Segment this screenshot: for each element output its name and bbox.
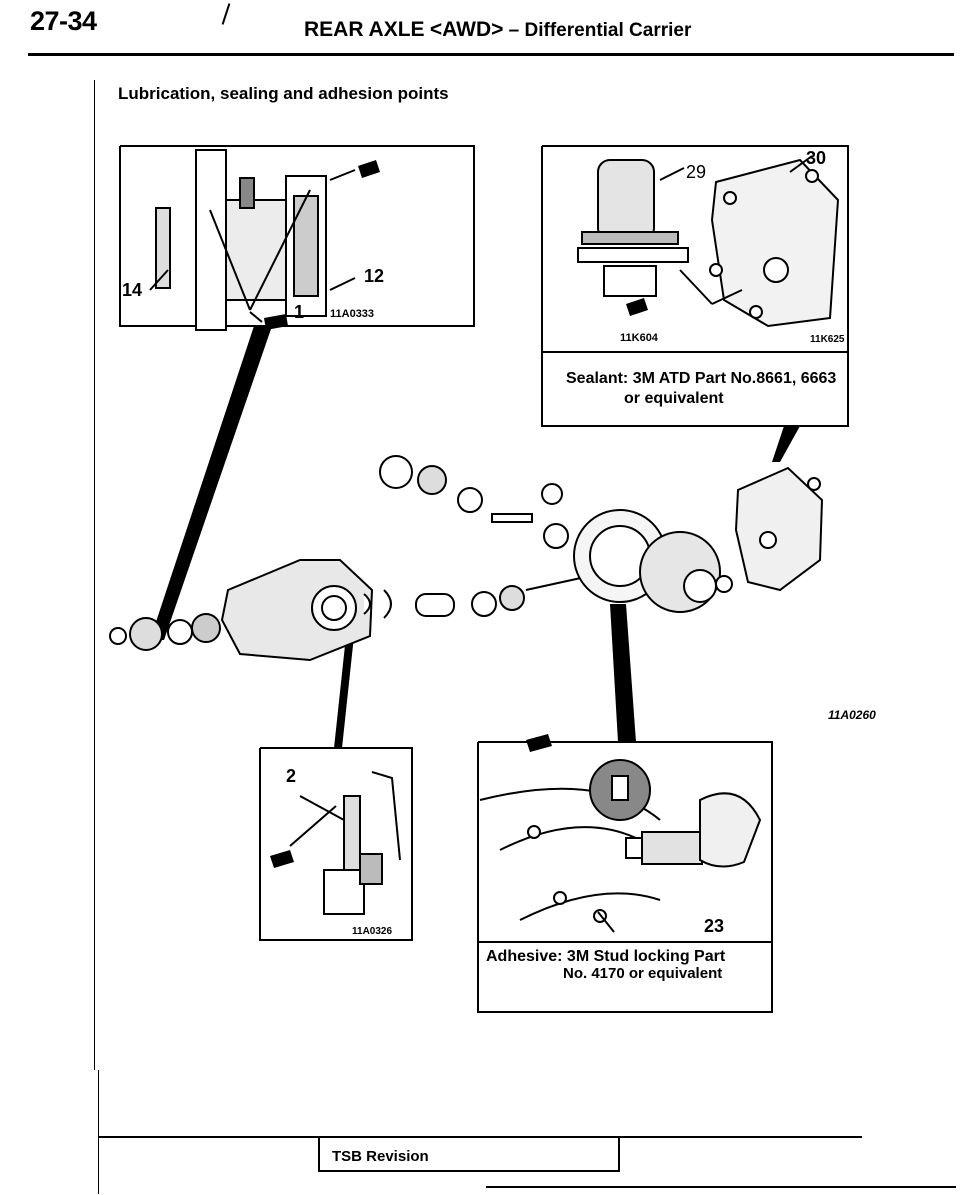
leader-wedge-top-left — [150, 326, 272, 640]
sealant-note-line1: Sealant: 3M ATD Part No.8661, 6663 — [566, 370, 837, 387]
page-header-title: REAR AXLE <AWD> – Differential Carrier — [304, 18, 691, 42]
page-number: 27-34 — [30, 6, 97, 36]
footer-rule — [98, 1136, 862, 1138]
adhesive-note-line2: No. 4170 or equivalent — [563, 965, 723, 982]
figure-code-bottom-left: 11A0326 — [352, 926, 393, 937]
margin-line-lower — [98, 1070, 99, 1194]
figure-code-main: 11A0260 — [828, 708, 876, 722]
callout-14: 14 — [122, 280, 143, 300]
tsb-revision-label: TSB Revision — [332, 1148, 429, 1165]
callout-12: 12 — [364, 266, 385, 286]
figure-code-11k625: 11K625 — [810, 334, 845, 345]
sealant-note-line2: or equivalent — [624, 390, 724, 407]
adhesive-note-line1: Adhesive: 3M Stud locking Part — [486, 948, 726, 965]
margin-line — [94, 80, 95, 1070]
callout-29: 29 — [686, 162, 707, 182]
side-bearing-drawing — [289, 771, 401, 915]
awd-tag: <AWD> — [429, 18, 504, 41]
figure-code-top-left: 11A0333 — [330, 308, 375, 320]
leader-wedge-bottom-left — [334, 636, 354, 748]
page-subtitle: Lubrication, sealing and adhesion points — [118, 84, 449, 103]
callout-2: 2 — [286, 766, 297, 786]
footer-rule-lower — [486, 1186, 956, 1188]
grease-icon-group — [264, 160, 648, 868]
inset-frame-top-left — [119, 145, 475, 327]
section-name: Differential Carrier — [524, 20, 692, 41]
cover-drawing — [577, 155, 840, 328]
exploded-assembly-drawing — [109, 455, 824, 662]
ring-gear-drawing — [479, 759, 762, 933]
header-dash: – — [508, 20, 520, 41]
callout-23: 23 — [704, 916, 725, 936]
inset-frame-top-right — [541, 145, 849, 427]
callout-1: 1 — [294, 302, 305, 322]
callout-30: 30 — [806, 148, 827, 168]
tsb-revision-box — [318, 1137, 620, 1172]
inset-frame-bottom-left — [259, 747, 413, 941]
figure-code-11k604: 11K604 — [620, 332, 658, 344]
companion-flange-drawing — [149, 149, 356, 331]
section-prefix: REAR AXLE — [304, 18, 425, 41]
leader-wedge-top-right — [772, 426, 800, 462]
inset-frame-bottom-right — [477, 741, 773, 1013]
leader-wedge-bottom-right — [610, 604, 636, 742]
header-rule — [28, 53, 954, 56]
